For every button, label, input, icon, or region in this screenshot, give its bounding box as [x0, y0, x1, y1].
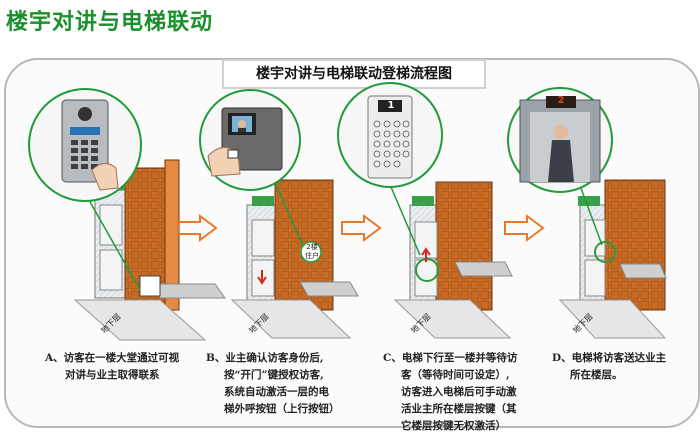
step-c-line-1: 电梯下行至一楼并等待访: [401, 352, 518, 364]
flow-arrows: [177, 214, 545, 242]
step-b-letter: B、: [206, 352, 226, 364]
elevator-keypad-inset: [337, 82, 443, 256]
building-c: [393, 181, 513, 339]
step-a-caption: A、访客在一楼大堂通过可视 对讲与业主取得联系: [45, 350, 179, 384]
arrow-b-to-c: [341, 214, 382, 242]
keypad-floor-display: 1: [387, 100, 395, 111]
step-d-line-1: 电梯将访客送达业主: [571, 352, 667, 364]
step-a-line-1: 访客在一楼大堂通过可视: [63, 352, 180, 364]
building-d: [558, 179, 667, 339]
diagram-subtitle: 楼宇对讲与电梯联动登梯流程图: [222, 59, 486, 89]
arrow-a-to-b: [177, 214, 218, 242]
step-c-line-5: 它楼层按键无权激活）: [401, 420, 506, 432]
resident-badge: 2楼住户: [305, 243, 319, 260]
arrow-c-to-d: [504, 214, 545, 242]
elevator-cabin-inset: [507, 87, 613, 246]
step-a-letter: A、: [45, 352, 64, 364]
step-c-line-2: 客（等待时间可设定）,: [401, 369, 510, 381]
step-d-line-2: 所在楼层。: [570, 369, 623, 381]
step-c-line-4: 活业主所在楼层按键（其: [401, 403, 517, 415]
step-b-line-1: 业主确认访客身份后,: [225, 352, 324, 364]
step-b-line-2: 按“开门”键授权访客,: [224, 369, 324, 381]
step-b-caption: B、业主确认访客身份后, 按“开门”键授权访客, 系统自动激活一层的电 梯外呼按…: [206, 350, 340, 418]
step-d-caption: D、电梯将访客送达业主 所在楼层。: [552, 350, 666, 384]
intercom-panel-inset: [28, 88, 142, 291]
step-b-line-4: 梯外呼按钮（上行按钮）: [224, 403, 340, 415]
step-c-letter: C、: [383, 352, 402, 364]
building-b: [230, 179, 359, 339]
step-d-letter: D、: [552, 352, 572, 364]
cabin-floor-display: 2: [557, 95, 565, 106]
step-c-line-3: 访客进入电梯后可手动激: [401, 386, 517, 398]
step-a-line-2: 对讲与业主取得联系: [65, 369, 160, 381]
building-a: [73, 159, 226, 341]
step-b-line-3: 系统自动激活一层的电: [224, 386, 329, 398]
indoor-monitor-inset: [199, 89, 306, 251]
step-c-caption: C、电梯下行至一楼并等待访 客（等待时间可设定）, 访客进入电梯后可手动激 活业…: [383, 350, 517, 435]
page-title: 楼宇对讲与电梯联动: [6, 10, 214, 35]
